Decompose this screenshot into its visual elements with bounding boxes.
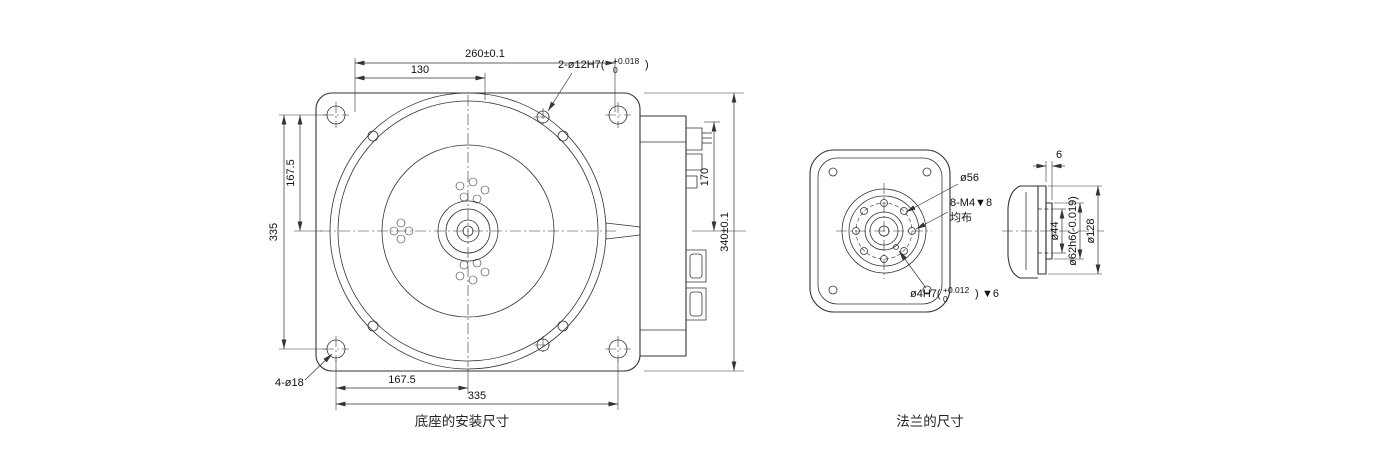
dim-height-right-half-label: 170	[699, 168, 711, 186]
dim-width-half-label: 130	[411, 64, 429, 76]
dowel-note-sub: 0	[613, 65, 618, 75]
dowel-note-suffix: )	[645, 59, 649, 71]
base-caption: 底座的安装尺寸	[415, 414, 510, 429]
base-bolt-holes	[389, 177, 490, 285]
flange-dowel-sup: +0.012	[943, 285, 970, 295]
flange-centerlines	[836, 183, 932, 279]
flange-dowel-hole	[893, 244, 899, 250]
dim-width-total-label: 260±0.1	[465, 48, 505, 60]
dim-bottom-half-label: 167.5	[388, 374, 416, 386]
flange-side-view: 6 ø44 ø62h6(-0.019) ø128	[1002, 149, 1104, 279]
flange-dimensions: ø56 8-M4▼8 均布 ø4H7( +0.012 0 ) ▼6	[898, 172, 999, 304]
bore-dia-label: ø44	[1049, 222, 1061, 241]
base-dimensions: 260±0.1 130 2-ø12H7( +0.018 0 ) 335 167.…	[268, 48, 746, 410]
dowel-note-sup: +0.018	[613, 56, 640, 66]
spigot-dia-label: ø62h6(-0.019)	[1067, 196, 1079, 266]
flange-dowel-prefix: ø4H7(	[910, 288, 941, 300]
dim-height-total-label: 340±0.1	[719, 212, 731, 252]
dowel-holes-note: 2-ø12H7( +0.018 0 )	[547, 56, 649, 112]
dowel-note-prefix: 2-ø12H7(	[558, 59, 605, 71]
base-plate-outline	[315, 92, 712, 372]
tapped-holes-note: 均布	[950, 211, 972, 224]
tapped-holes-label: 8-M4▼8	[950, 197, 992, 209]
dim-bottom-total-label: 335	[468, 390, 486, 402]
dim-height-left-label: 335	[268, 223, 280, 241]
dim-height-left-half-label: 167.5	[285, 159, 297, 187]
corner-holes-label: 4-ø18	[275, 377, 304, 389]
flange-dia-label: ø128	[1085, 218, 1097, 243]
flange-dowel-sub: 0	[943, 294, 948, 304]
side-profile-outline	[1007, 185, 1053, 279]
flange-housing-outline	[809, 149, 951, 313]
base-centerlines	[320, 95, 616, 367]
flange-view: ø56 8-M4▼8 均布 ø4H7( +0.012 0 ) ▼6 法兰的尺寸	[809, 149, 999, 429]
base-view: 260±0.1 130 2-ø12H7( +0.018 0 ) 335 167.…	[268, 48, 746, 429]
base-dowel-holes	[534, 108, 552, 354]
bolt-circle-dia-label: ø56	[960, 172, 979, 184]
flange-dowel-suffix: )	[975, 288, 979, 300]
flange-caption: 法兰的尺寸	[896, 414, 964, 429]
flange-dowel-depth: ▼6	[982, 288, 999, 300]
flange-dowel-note: ø4H7( +0.012 0 ) ▼6	[898, 250, 999, 304]
spigot-length-label: 6	[1056, 149, 1062, 161]
side-dimensions: 6 ø44 ø62h6(-0.019) ø128	[1033, 149, 1102, 275]
